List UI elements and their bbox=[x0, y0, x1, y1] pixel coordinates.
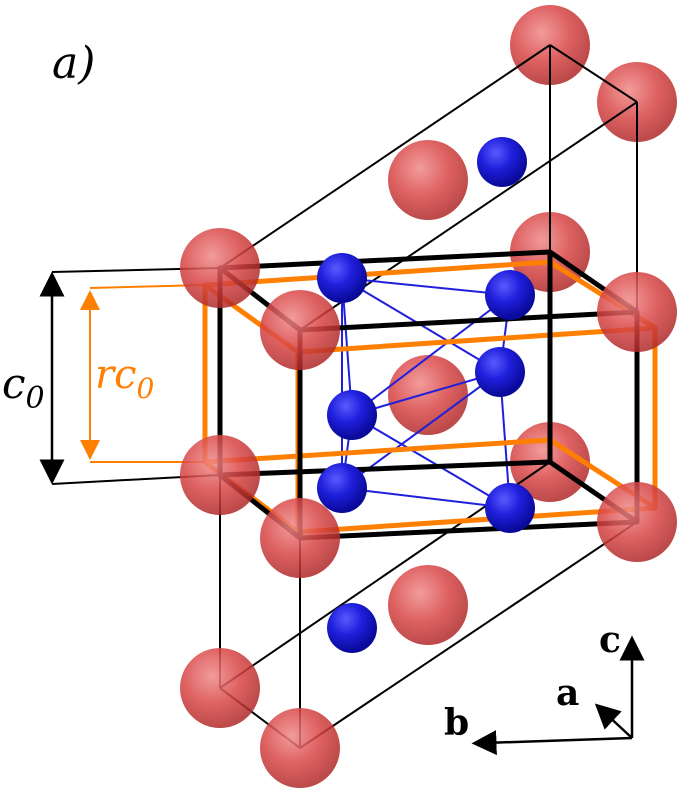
large-atom bbox=[597, 272, 677, 352]
large-atom bbox=[180, 228, 260, 308]
large-atom bbox=[260, 290, 340, 370]
bonds bbox=[341, 277, 511, 509]
small-atom bbox=[317, 463, 367, 513]
axes-triad: c a b bbox=[444, 619, 645, 756]
large-atoms-front bbox=[180, 228, 677, 788]
rc0-label: rc0 bbox=[95, 352, 154, 405]
small-atom bbox=[485, 483, 535, 533]
a-axis-arrow bbox=[594, 703, 633, 739]
small-atom bbox=[475, 347, 525, 397]
large-atom bbox=[180, 435, 260, 515]
large-atom bbox=[260, 498, 340, 578]
large-atom bbox=[388, 140, 468, 220]
a-axis-label: a bbox=[556, 672, 579, 714]
large-atom bbox=[388, 355, 468, 435]
c0-label: c0 bbox=[2, 359, 45, 416]
small-atom bbox=[485, 270, 535, 320]
small-atom bbox=[327, 390, 377, 440]
large-atom bbox=[597, 482, 677, 562]
small-atom bbox=[327, 603, 377, 653]
panel-label: a) bbox=[52, 38, 95, 89]
large-atom bbox=[260, 708, 340, 788]
large-atom bbox=[180, 648, 260, 728]
small-atoms bbox=[317, 137, 535, 653]
large-atom bbox=[388, 565, 468, 645]
b-axis-label: b bbox=[444, 702, 469, 744]
small-atom bbox=[317, 253, 367, 303]
b-axis-arrow bbox=[471, 730, 633, 756]
small-atom bbox=[477, 137, 527, 187]
c-axis-label: c bbox=[599, 619, 621, 661]
